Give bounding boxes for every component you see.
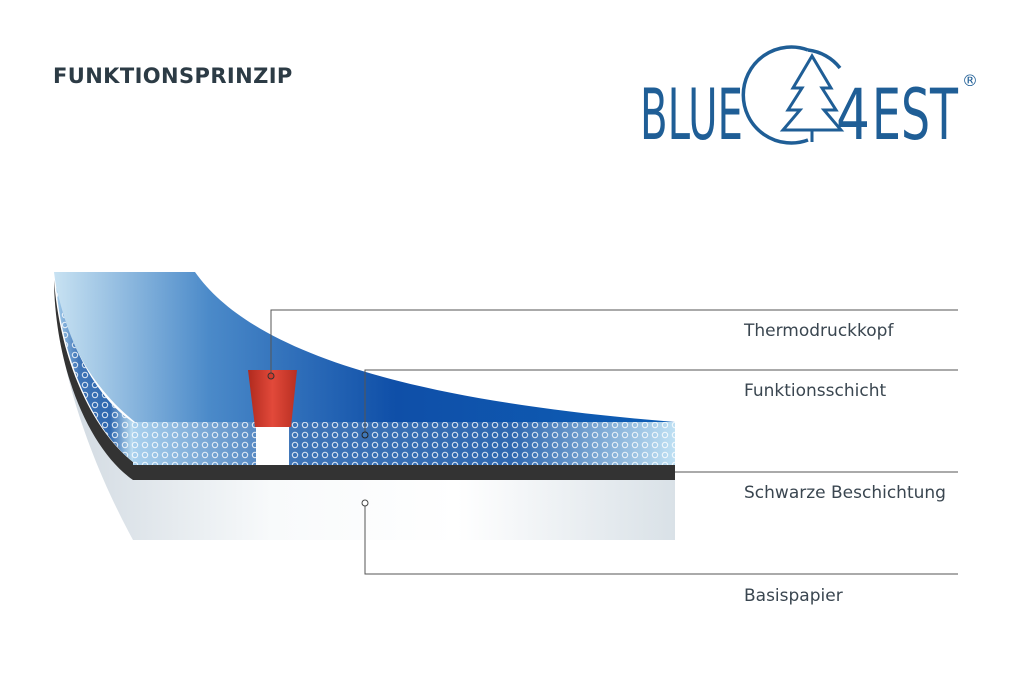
base-paper-layer <box>54 290 675 540</box>
bluefest-logo: BLUE 4 EST ® <box>640 45 978 148</box>
page-title: FUNKTIONSPRINZIP <box>53 64 293 88</box>
leader-line-thermal-head <box>270 309 958 376</box>
logo-digit: 4 <box>836 74 870 148</box>
label-functional-layer: Funktionsschicht <box>744 381 886 401</box>
label-thermal-head: Thermodruckkopf <box>743 321 894 341</box>
black-coating-layer <box>54 280 675 480</box>
marker-base-paper <box>361 499 369 507</box>
tree-icon <box>741 45 845 145</box>
label-black-coating: Schwarze Beschichtung <box>744 483 946 503</box>
printed-gap <box>256 422 289 465</box>
registered-mark: ® <box>962 71 978 90</box>
marker-thermal-head <box>267 372 275 380</box>
thermal-wave <box>54 272 675 422</box>
leader-lines <box>270 309 958 575</box>
label-base-paper: Basispapier <box>744 586 843 606</box>
leader-line-base-paper <box>364 503 958 575</box>
logo-text-est: EST <box>872 74 958 148</box>
thermal-head <box>248 370 297 427</box>
leader-line-functional-layer <box>364 369 958 435</box>
marker-functional-layer <box>361 431 369 439</box>
logo-text-blue: BLUE <box>640 74 743 148</box>
